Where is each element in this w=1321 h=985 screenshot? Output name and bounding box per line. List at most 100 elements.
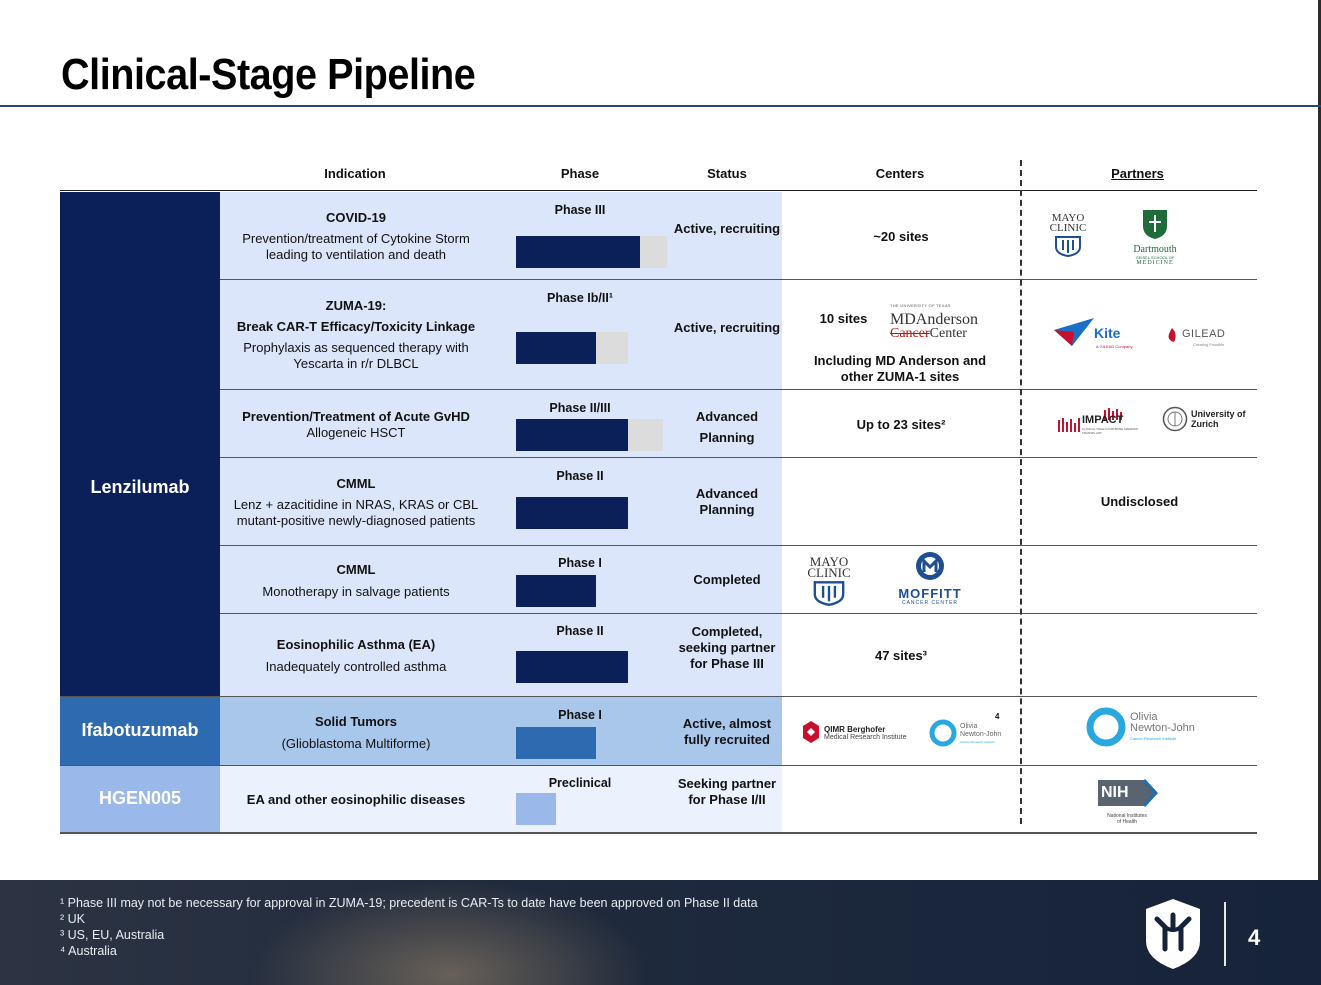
zurich-seal-icon <box>1162 406 1188 432</box>
gilead-logo: GILEAD Creating Possible <box>1165 326 1245 348</box>
gilead-text: GILEAD <box>1182 328 1226 340</box>
mayo-clinic-logo: MAYO CLINIC <box>804 554 854 607</box>
centers-cell: Up to 23 sites² <box>856 417 946 432</box>
status-cell: Active, recruiting <box>673 221 781 236</box>
status-cell: Completed <box>693 572 761 587</box>
clinic-text: CLINIC <box>1049 222 1087 234</box>
indication-title: CMML <box>336 476 376 491</box>
phase-label: Phase Ib/II¹ <box>547 291 613 305</box>
clinic-text: CLINIC <box>807 565 851 580</box>
university-zurich-logo: University of Zurich <box>1162 406 1252 434</box>
olivia-newton-john-logo: Olivia Newton-John Cancer Research Insti… <box>929 719 1009 749</box>
company-shield-logo-icon <box>1146 899 1200 969</box>
product-hgen005-label: HGEN005 <box>98 788 182 808</box>
partners-dashed-divider <box>1020 160 1022 824</box>
mayo-shield-icon <box>813 581 845 607</box>
zurich-text-line2: Zurich <box>1191 419 1219 429</box>
dartmouth-medicine-text: MEDICINE <box>1136 260 1174 266</box>
footnote-1: ¹ Phase III may not be necessary for app… <box>60 896 758 910</box>
qimr-text: QIMR Berghofer <box>824 725 886 734</box>
indication-cell: Prevention/Treatment of Acute GvHD Allog… <box>222 409 490 445</box>
impact-sub-text: CLINICAL TRIALS FOR BONE MARROW TRANSPLA… <box>1082 427 1139 435</box>
phase-label: Phase I <box>558 708 602 722</box>
kite-sub-text: A GILEAD Company <box>1096 344 1133 349</box>
phase-progress-track <box>516 651 628 683</box>
indication-title: Prevention/Treatment of Acute GvHD <box>242 409 470 424</box>
row-bg-ifabotuzumab <box>220 696 782 765</box>
row-divider <box>220 457 1257 458</box>
md-anderson-text: MDAnderson <box>890 311 978 328</box>
olivia-newton-john-partner-logo: Olivia Newton-John Cancer Research Insti… <box>1085 706 1215 750</box>
kite-text: Kite <box>1094 325 1121 341</box>
footnote-3: ³ US, EU, Australia <box>60 928 165 942</box>
indication-subtitle: Prevention/treatment of Cytokine Storm l… <box>242 231 470 262</box>
newton-john-text: Newton-John <box>960 731 1002 738</box>
footer-separator <box>1224 902 1226 966</box>
status-cell: Active, almost fully recruited <box>682 716 772 747</box>
phase-progress-track <box>516 236 667 268</box>
centers-cell: 10 sites <box>819 311 868 326</box>
phase-progress-track <box>516 419 663 451</box>
phase-progress-fill <box>516 497 628 529</box>
row-divider <box>60 696 1257 697</box>
mayo-text: MAYO <box>809 554 849 569</box>
indication-subtitle: Prophylaxis as sequenced therapy with Ye… <box>243 340 469 371</box>
phase-progress-track <box>516 793 556 825</box>
row-divider <box>220 613 1257 614</box>
impact-bars-icon <box>1058 408 1122 432</box>
status-cell: Seeking partner for Phase I/II <box>677 776 777 807</box>
status-cell: Active, recruiting <box>673 320 781 335</box>
moffitt-sub-text: CANCER CENTER <box>901 600 959 606</box>
impact-text: IMPACT <box>1082 414 1124 426</box>
newton-john-text: Newton-John <box>1130 722 1195 734</box>
indication-subtitle: Monotherapy in salvage patients <box>262 584 450 599</box>
dartmouth-shield-icon <box>1143 210 1167 239</box>
olivia-ring-icon <box>1086 707 1126 747</box>
qimr-icon <box>803 721 819 743</box>
footer-background-image <box>250 880 650 985</box>
partners-cell: Undisclosed <box>1100 494 1179 509</box>
table-bottom-rule <box>60 832 1257 834</box>
phase-label: Phase III <box>554 203 606 217</box>
header-partners[interactable]: Partners <box>1111 166 1164 181</box>
kite-icon <box>1054 318 1094 346</box>
md-anderson-center-text: Center <box>929 326 967 341</box>
product-ifabotuzumab-label: Ifabotuzumab <box>81 720 199 740</box>
status-cell: Advanced Planning <box>695 486 759 517</box>
footnote-marker: 4 <box>995 712 1000 721</box>
indication-subtitle: Allogeneic HSCT <box>306 425 406 440</box>
dartmouth-text: Dartmouth <box>1133 244 1177 255</box>
mayo-shield-icon <box>1055 236 1081 258</box>
indication-title-line2: Break CAR-T Efficacy/Toxicity Linkage <box>236 319 476 334</box>
moffitt-icon <box>916 552 944 580</box>
row-divider <box>220 545 1257 546</box>
indication-title: EA and other eosinophilic diseases <box>246 792 466 807</box>
olivia-text: Olivia <box>1130 711 1158 723</box>
row-bg-covid <box>220 192 782 279</box>
impact-logo: IMPACT CLINICAL TRIALS FOR BONE MARROW T… <box>1058 406 1150 436</box>
indication-title: ZUMA-19: <box>325 298 387 313</box>
qimr-sub-text: Medical Research Institute <box>824 734 907 741</box>
indication-cell: CMML Monotherapy in salvage patients <box>222 562 490 604</box>
slide-edge <box>1318 0 1321 880</box>
olivia-sub-text: Cancer Research Institute <box>1130 736 1177 741</box>
title-divider <box>0 105 1321 107</box>
row-divider <box>60 765 1257 766</box>
product-covid-block <box>60 192 220 279</box>
phase-progress-track <box>516 497 628 529</box>
indication-cell: Eosinophilic Asthma (EA) Inadequately co… <box>222 637 490 679</box>
phase-progress-track <box>516 332 628 364</box>
md-anderson-small-text: THE UNIVERSITY OF TEXAS <box>890 303 951 308</box>
phase-progress-fill <box>516 575 596 607</box>
row-divider <box>220 389 1257 390</box>
product-hgen005: HGEN005 <box>60 765 220 832</box>
phase-progress-fill <box>516 332 596 364</box>
gilead-flame-icon <box>1168 328 1176 342</box>
moffitt-text: MOFFITT <box>898 586 962 601</box>
phase-label: Phase II/III <box>549 401 611 415</box>
phase-label: Phase I <box>558 556 602 570</box>
indication-cell: EA and other eosinophilic diseases <box>222 792 490 808</box>
header-indication: Indication <box>324 166 386 181</box>
centers-cell: ~20 sites <box>873 229 929 244</box>
product-ifabotuzumab: Ifabotuzumab <box>60 696 220 765</box>
